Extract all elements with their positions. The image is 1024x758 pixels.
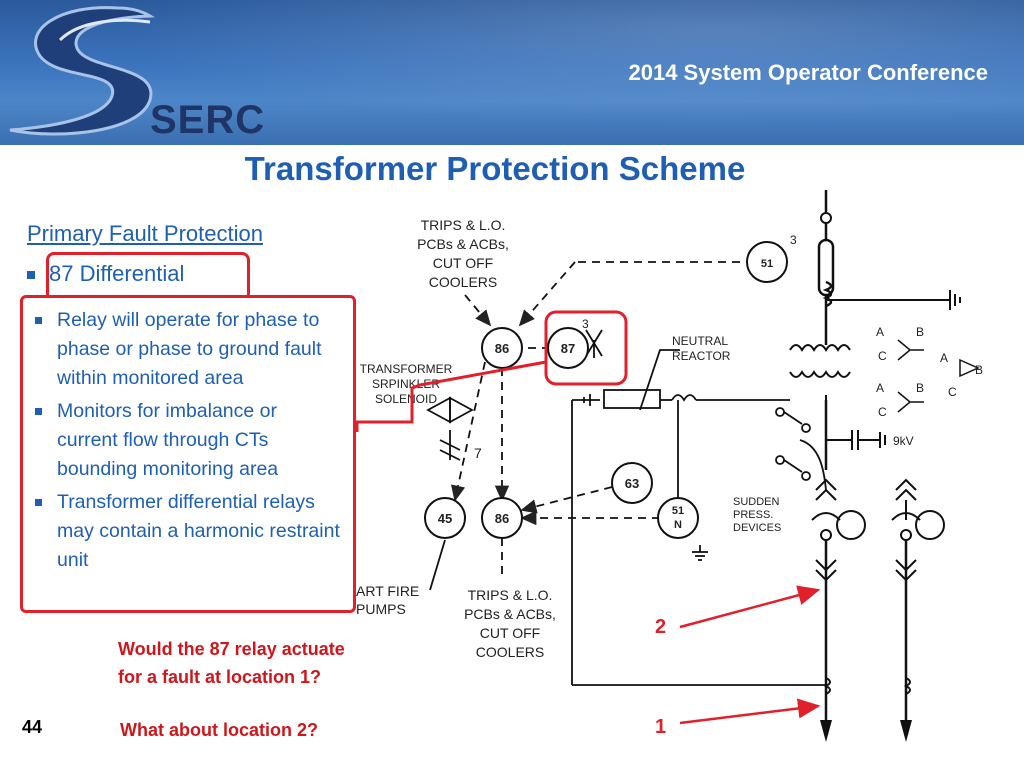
capacitor-9kv: [826, 430, 886, 450]
sudden-label: SUDDEN: [733, 496, 780, 508]
bullet-text: Relay will operate for phase to phase or…: [57, 309, 322, 389]
bullet-item: Relay will operate for phase to phase or…: [33, 306, 343, 393]
sub-item-87: 87 Differential: [27, 261, 184, 287]
phase-label: B: [975, 363, 983, 377]
phase-label: B: [916, 381, 924, 395]
header-banner: SERC 2014 System Operator Conference: [0, 0, 1024, 145]
square-bullet-icon: [35, 408, 42, 415]
question-1-line: Would the 87 relay actuate: [118, 639, 345, 659]
neutral-reactor-label: NEUTRAL: [672, 334, 728, 348]
bottom-trips-label: CUT OFF: [480, 625, 540, 641]
bottom-trips-label: PCBs & ACBs,: [464, 606, 556, 622]
relay-87: 87: [547, 327, 589, 369]
top-terminal-icon: [820, 212, 832, 224]
bullet-item: Monitors for imbalance or current flow t…: [33, 397, 343, 484]
bullet-list: Relay will operate for phase to phase or…: [33, 306, 343, 575]
relay-45: 45: [424, 497, 466, 539]
bottom-trips-label: COOLERS: [476, 644, 544, 660]
conference-title: 2014 System Operator Conference: [628, 60, 989, 85]
top-trips-label: CUT OFF: [433, 255, 493, 271]
top-trips-label: COOLERS: [429, 274, 497, 290]
relay-86-bottom: 86: [481, 497, 523, 539]
location-1-arrow: [679, 698, 821, 725]
square-bullet-icon: [35, 499, 42, 506]
question-1-line: for a fault at location 1?: [118, 667, 322, 687]
phase-label: C: [948, 385, 957, 399]
sudden-pressure-devices: [775, 407, 827, 491]
serc-logo-swoosh: [9, 6, 156, 136]
bullet-item: Transformer differential relays may cont…: [33, 488, 343, 575]
location-2-label: 2: [655, 616, 667, 638]
neutral-reactor-label: REACTOR: [672, 349, 731, 363]
ct-label: 3: [582, 317, 589, 331]
phase-label: A: [876, 381, 884, 395]
relay-51: 51: [746, 241, 788, 283]
bus-arrow-icon: [820, 720, 832, 742]
header-glow: [0, 0, 1024, 145]
square-bullet-icon: [35, 317, 42, 324]
phase-label: C: [878, 349, 887, 363]
bullet-text: Transformer differential relays may cont…: [57, 491, 340, 571]
primary-heading: Primary Fault Protection: [27, 221, 263, 246]
svg-text:87: 87: [561, 341, 575, 356]
callout-connector: [355, 360, 547, 432]
square-bullet-icon: [27, 271, 35, 280]
sprinkler-solenoid: [426, 396, 474, 591]
svg-text:45: 45: [438, 511, 452, 526]
ct-label: 7: [474, 445, 482, 461]
relay-51n: 51 N: [657, 497, 699, 539]
top-trips-label: TRIPS & L.O.: [421, 217, 506, 233]
sprinkler-label: SRPINKLER: [372, 377, 440, 391]
svg-text:86: 86: [495, 511, 509, 526]
svg-text:51: 51: [672, 505, 684, 517]
svg-text:N: N: [674, 519, 682, 531]
sprinkler-label: SOLENOID: [375, 392, 437, 406]
svg-text:86: 86: [495, 341, 509, 356]
transformer-windings: [789, 290, 961, 410]
highlight-box-relay-87: [544, 310, 628, 386]
relay-86-top: 86: [481, 327, 523, 369]
question-2: What about location 2?: [120, 720, 318, 740]
phase-label: C: [878, 405, 887, 419]
serc-logo-text: SERC: [150, 98, 266, 142]
slide-title: Transformer Protection Scheme: [244, 150, 746, 187]
svg-text:63: 63: [625, 476, 639, 491]
location-1-label: 1: [655, 716, 667, 738]
phase-symbols: [897, 339, 980, 413]
location-2-arrow: [679, 585, 821, 629]
relay-63: 63: [611, 462, 653, 504]
bus-arrow-icon: [900, 720, 912, 742]
breakers: [811, 478, 945, 695]
sub-item-label: 87 Differential: [49, 261, 185, 286]
sudden-label: DEVICES: [733, 522, 781, 534]
page-number: 44: [22, 717, 43, 737]
question-1: Would the 87 relay actuate for a fault a…: [118, 635, 418, 691]
wiring: [571, 329, 826, 686]
phase-label: A: [940, 351, 948, 365]
fire-pumps-label: ART FIRE: [356, 583, 419, 599]
phase-label: B: [916, 325, 924, 339]
top-trips-label: PCBs & ACBs,: [417, 236, 509, 252]
voltage-label: 9kV: [893, 434, 914, 448]
svg-text:51: 51: [761, 258, 773, 270]
main-bus: [817, 190, 908, 720]
notes-box: Relay will operate for phase to phase or…: [20, 295, 356, 613]
ct-label: 3: [790, 233, 797, 247]
phase-label: A: [876, 325, 884, 339]
bullet-text: Monitors for imbalance or current flow t…: [57, 400, 279, 480]
bottom-trips-label: TRIPS & L.O.: [468, 587, 553, 603]
sudden-label: PRESS.: [733, 509, 773, 521]
fire-pumps-label: PUMPS: [356, 601, 406, 617]
sprinkler-label: TRANSFORMER: [360, 362, 453, 376]
